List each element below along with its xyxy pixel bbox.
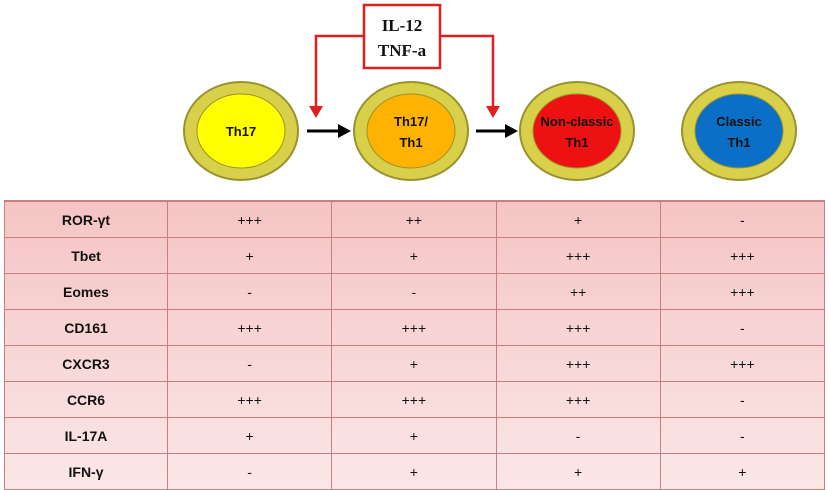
cytokine-box: IL-12 TNF-a	[362, 3, 442, 70]
cytokine-arrowhead-right	[486, 106, 500, 118]
expression-level: +	[331, 417, 497, 454]
expression-level: +++	[331, 381, 497, 418]
marker-name: Eomes	[4, 273, 168, 310]
expression-level: ++	[331, 200, 497, 238]
expression-level: -	[166, 345, 333, 382]
table-row: Tbet++++++++	[4, 237, 826, 274]
expression-level: -	[659, 200, 826, 238]
table-row: IL-17A++--	[4, 417, 826, 454]
cytokine-arrow-to-nonclassic-th1	[440, 34, 495, 111]
expression-level: +	[495, 453, 661, 490]
marker-expression-table: ROR-γt++++++-Tbet++++++++Eomes--+++++CD1…	[4, 200, 826, 490]
expression-level: +++	[495, 345, 661, 382]
expression-level: -	[659, 417, 826, 454]
table-row: CXCR3-+++++++	[4, 345, 826, 382]
cell-non-classic-th1-label-line2: Th1	[565, 135, 588, 150]
table-row: Eomes--+++++	[4, 273, 826, 310]
marker-name: CD161	[4, 309, 168, 346]
cytokine-arrow-to-th17-th1	[314, 34, 364, 111]
table-row: CCR6+++++++++-	[4, 381, 826, 418]
expression-level: +++	[659, 273, 826, 310]
marker-name: CXCR3	[4, 345, 168, 382]
expression-level: +	[659, 453, 826, 490]
expression-level: -	[659, 309, 826, 346]
expression-level: +++	[659, 345, 826, 382]
expression-level: -	[166, 453, 333, 490]
arrow-th17-th1-to-nonclassic	[476, 124, 518, 138]
expression-level: ++	[495, 273, 661, 310]
marker-name: Tbet	[4, 237, 168, 274]
cell-th17-th1-label-line1: Th17/	[394, 114, 428, 129]
expression-level: -	[331, 273, 497, 310]
expression-level: +++	[495, 381, 661, 418]
cell-th17-th1-label-line2: Th1	[399, 135, 422, 150]
expression-level: +++	[495, 309, 661, 346]
table-row: ROR-γt++++++-	[4, 200, 826, 238]
expression-level: +	[495, 200, 661, 238]
expression-level: +++	[166, 309, 333, 346]
arrow-th17-to-th17-th1	[307, 124, 351, 138]
expression-level: +++	[166, 381, 333, 418]
cell-classic-th1-label-line2: Th1	[727, 135, 750, 150]
table-row: CD161+++++++++-	[4, 309, 826, 346]
expression-level: -	[166, 273, 333, 310]
expression-level: +++	[331, 309, 497, 346]
marker-name: ROR-γt	[4, 200, 168, 238]
expression-level: +++	[495, 237, 661, 274]
cell-non-classic-th1: Non-classic Th1	[519, 81, 635, 181]
expression-level: +	[331, 345, 497, 382]
expression-level: +	[331, 453, 497, 490]
cell-th17-label: Th17	[226, 124, 256, 139]
expression-level: -	[495, 417, 661, 454]
marker-name: CCR6	[4, 381, 168, 418]
marker-name: IFN-γ	[4, 453, 168, 490]
marker-name: IL-17A	[4, 417, 168, 454]
expression-level: +++	[166, 200, 333, 238]
cell-th17-th1: Th17/ Th1	[353, 81, 469, 181]
expression-level: +	[166, 417, 333, 454]
cytokine-il12: IL-12	[382, 16, 423, 35]
table-row: IFN-γ-+++	[4, 453, 826, 490]
cell-th17: Th17	[183, 81, 299, 181]
cell-classic-th1: Classic Th1	[681, 81, 797, 181]
cell-non-classic-th1-label-line1: Non-classic	[541, 114, 614, 129]
expression-level: +	[166, 237, 333, 274]
differentiation-diagram: IL-12 TNF-a Th17 Th17/ Th1 Non-classic T…	[183, 3, 797, 181]
expression-level: +++	[659, 237, 826, 274]
cytokine-tnfa: TNF-a	[378, 41, 427, 60]
cytokine-arrowhead-left	[309, 106, 323, 118]
expression-level: +	[331, 237, 497, 274]
cell-classic-th1-label-line1: Classic	[716, 114, 762, 129]
expression-level: -	[659, 381, 826, 418]
